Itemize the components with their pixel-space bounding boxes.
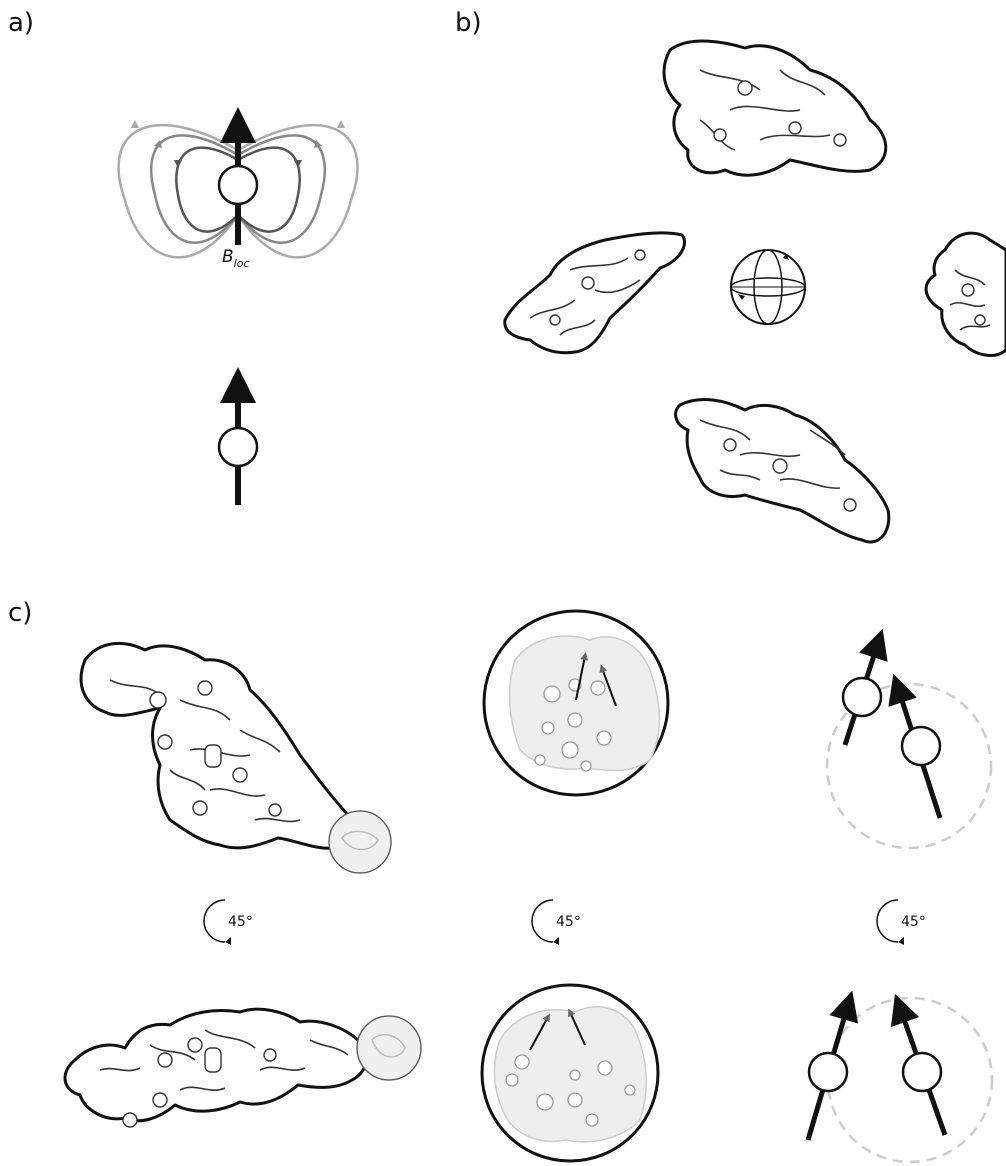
field-label: Bloc [222,247,250,270]
rotation-label-2: 45° [556,914,581,930]
rotation-marker-2: 45° [532,900,581,945]
rotation-label-3: 45° [901,914,926,930]
rotation-marker-3: 45° [877,900,926,945]
rotation-marker-1: 45° [204,900,253,945]
protein-top [664,41,886,175]
spin-circle-local [219,166,257,204]
protein-bottom [676,400,889,542]
rotation-sphere-icon [731,250,805,324]
spin-pair-top [827,643,991,848]
protein-c-bottom [65,1009,421,1127]
spin-circle [219,428,257,466]
zoom-detail-bottom [482,985,658,1161]
zoom-detail-top [484,611,668,795]
spin-pair-bottom [808,998,992,1162]
rotation-label-1: 45° [228,914,253,930]
dipole-field-diagram: Bloc [119,120,358,270]
protein-c-top [81,643,391,873]
protein-left [505,233,685,353]
single-spin [219,385,257,505]
protein-right [926,233,1006,355]
